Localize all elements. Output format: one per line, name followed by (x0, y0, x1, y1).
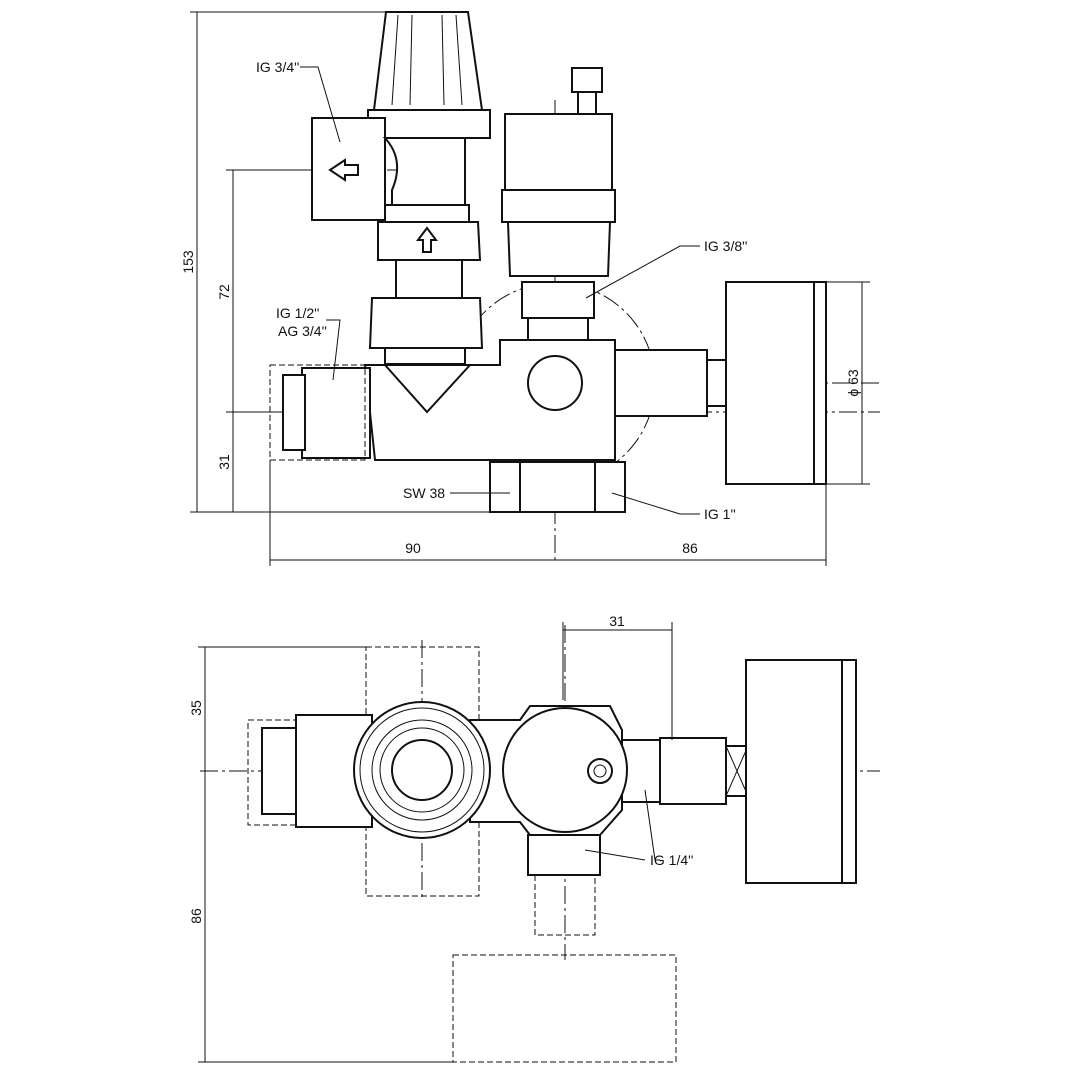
top-dimensions: 31 35 86 IG 1/4'' (188, 613, 693, 1063)
top-inlet-rings (353, 701, 491, 839)
callout-vent-thread: IG 3/8'' (704, 238, 747, 254)
dim-width-left: 90 (405, 540, 421, 556)
top-view: 31 35 86 IG 1/4'' (188, 613, 880, 1063)
dim-height-lower: 31 (216, 454, 232, 470)
callout-bottom-thread: IG 1'' (704, 506, 736, 522)
front-callouts: IG 3/4'' IG 1/2'' AG 3/4'' IG 3/8'' SW 3… (256, 59, 747, 522)
callout-outlet-thread: IG 3/4'' (256, 59, 299, 75)
dim-height-total: 153 (180, 250, 196, 274)
valve-body (269, 339, 728, 513)
top-gauge (745, 659, 857, 884)
dim-depth-upper: 35 (188, 700, 204, 716)
callout-wrench-size: SW 38 (403, 485, 445, 501)
front-dimensions: 153 72 31 90 86 ϕ 63 (180, 11, 870, 566)
dim-gauge-diameter: ϕ 63 (845, 369, 861, 397)
dim-width-right: 86 (682, 540, 698, 556)
air-vent (501, 67, 616, 341)
top-body (261, 705, 749, 936)
front-view: 153 72 31 90 86 ϕ 63 IG 3/4'' IG 1/2'' A… (180, 11, 880, 566)
dim-depth-lower: 86 (188, 908, 204, 924)
callout-inlet-thread-inner: IG 1/2'' (276, 305, 319, 321)
safety-valve (311, 11, 491, 365)
callout-gauge-thread: IG 1/4'' (650, 852, 693, 868)
dim-offset: 31 (609, 613, 625, 629)
top-vent-circle (502, 707, 628, 833)
callout-inlet-thread-outer: AG 3/4'' (278, 323, 327, 339)
pressure-gauge (725, 281, 827, 485)
dim-height-upper: 72 (216, 284, 232, 300)
